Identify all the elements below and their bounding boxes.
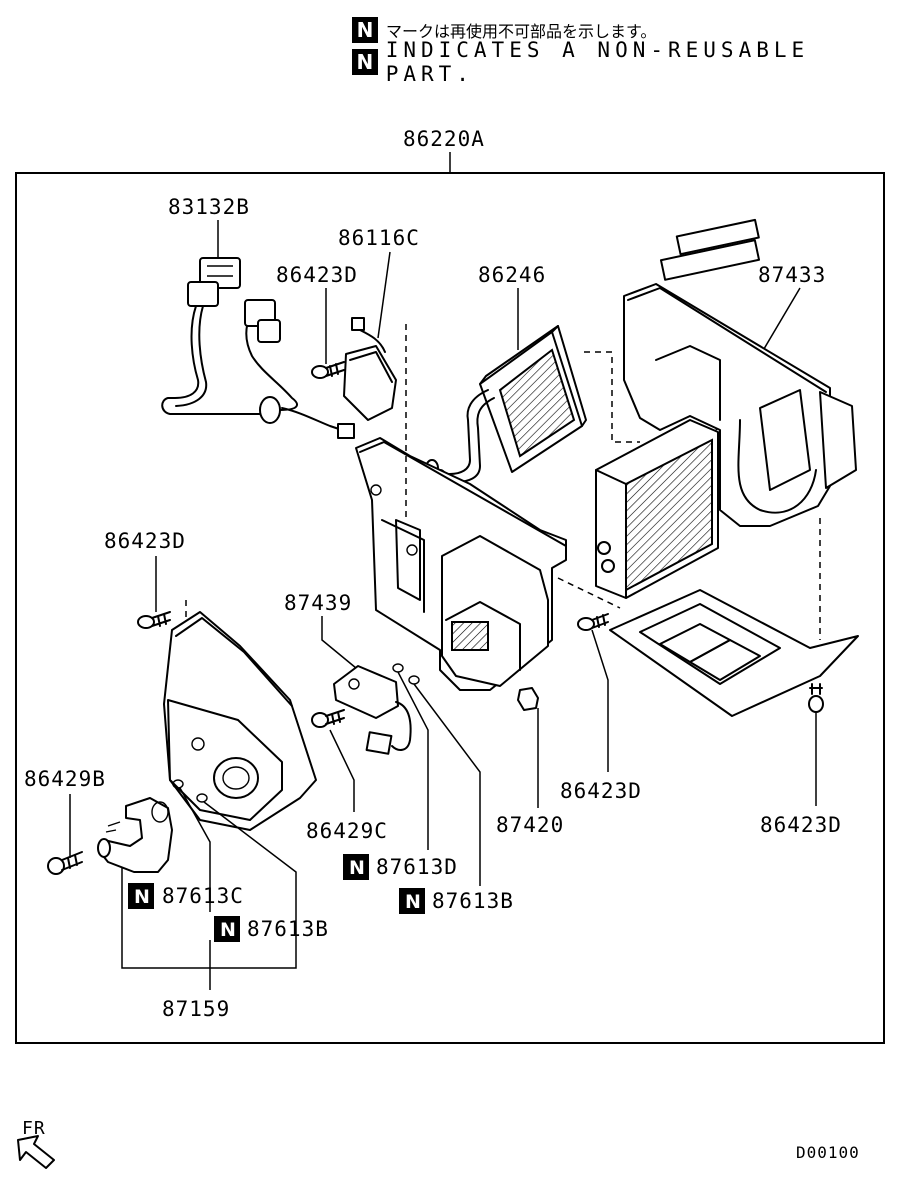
leader-86116C	[377, 251, 391, 339]
non-reusable-badge	[128, 883, 154, 909]
leader-86429C	[329, 729, 355, 812]
part-label-86429B[interactable]: 86429B	[24, 767, 106, 791]
legend-row-japanese: N マークは再使用不可部品を示します。	[352, 14, 909, 46]
o-ring-87613D[interactable]	[392, 663, 404, 673]
evaporator-86246[interactable]	[425, 325, 587, 487]
part-label-87613B-left[interactable]: 87613B	[247, 917, 329, 941]
actuator-86116C[interactable]	[343, 317, 397, 421]
bracket-87159	[121, 868, 297, 969]
non-reusable-badge: N	[352, 17, 378, 43]
part-label-86423D-actuator[interactable]: 86423D	[276, 263, 358, 287]
upper-case	[623, 218, 857, 527]
screw-86423D-right[interactable]	[808, 683, 824, 713]
heater-core-87433[interactable]	[595, 419, 719, 599]
pipe-87159[interactable]	[97, 797, 173, 873]
leader-87613B-left	[203, 801, 297, 942]
o-ring-87613C[interactable]	[172, 779, 184, 789]
leader-87613C	[179, 787, 211, 912]
part-label-87420[interactable]: 87420	[496, 813, 564, 837]
part-label-86220A[interactable]: 86220A	[403, 127, 485, 151]
non-reusable-badge-text: N	[405, 891, 421, 913]
part-label-86246[interactable]: 86246	[478, 263, 546, 287]
part-label-87613C[interactable]: 87613C	[162, 884, 244, 908]
wire-harness-83132B[interactable]	[161, 257, 355, 439]
legend-japanese-text: マークは再使用不可部品を示します。	[386, 22, 657, 41]
legend-row-english: N INDICATES A NON-REUSABLE PART.	[352, 38, 909, 86]
leader-86423D-center	[591, 629, 609, 772]
assembly-guide	[584, 351, 640, 443]
legend-english-text: INDICATES A NON-REUSABLE PART.	[385, 38, 810, 86]
non-reusable-badge	[343, 854, 369, 880]
screw-86423D-actuator[interactable]	[311, 361, 345, 379]
screw-86423D-center[interactable]	[577, 613, 609, 631]
leader-87439	[321, 616, 357, 669]
clip-87420[interactable]	[517, 687, 539, 711]
screw-86429B[interactable]	[47, 851, 83, 875]
non-reusable-badge	[214, 916, 240, 942]
assembly-guide	[557, 577, 621, 609]
non-reusable-badge	[399, 888, 425, 914]
lower-case	[355, 437, 567, 691]
leader-87613D	[397, 671, 429, 850]
part-label-87433[interactable]: 87433	[758, 263, 826, 287]
part-label-87439[interactable]: 87439	[284, 591, 352, 615]
part-label-86423D-right[interactable]: 86423D	[760, 813, 842, 837]
legend: N マークは再使用不可部品を示します。 N INDICATES A NON-RE…	[352, 14, 909, 86]
front-arrow-icon	[17, 1135, 55, 1169]
part-label-86116C[interactable]: 86116C	[338, 226, 420, 250]
part-label-87613B-center[interactable]: 87613B	[432, 889, 514, 913]
o-ring-87613B-left[interactable]	[196, 793, 208, 803]
part-label-86429C[interactable]: 86429C	[306, 819, 388, 843]
part-label-86423D-left[interactable]: 86423D	[104, 529, 186, 553]
non-reusable-badge: N	[352, 49, 378, 75]
non-reusable-badge-text: N	[134, 886, 150, 908]
non-reusable-badge-text: N	[220, 919, 236, 941]
screw-86429C[interactable]	[311, 709, 345, 728]
sensor-87439[interactable]	[333, 665, 412, 755]
part-label-83132B[interactable]: 83132B	[168, 195, 250, 219]
part-label-86423D-center[interactable]: 86423D	[560, 779, 642, 803]
part-label-87159[interactable]: 87159	[162, 997, 230, 1021]
blower-cover	[163, 611, 317, 831]
diagram-code: D00100	[796, 1143, 860, 1162]
part-label-87613D[interactable]: 87613D	[376, 855, 458, 879]
screw-86423D-left[interactable]	[137, 611, 171, 629]
lower-tray	[609, 589, 859, 717]
non-reusable-badge-text: N	[349, 857, 365, 879]
o-ring-87613B-center[interactable]	[408, 675, 420, 685]
leader-87613B-center	[413, 683, 481, 886]
front-direction-label: FR	[22, 1118, 46, 1139]
